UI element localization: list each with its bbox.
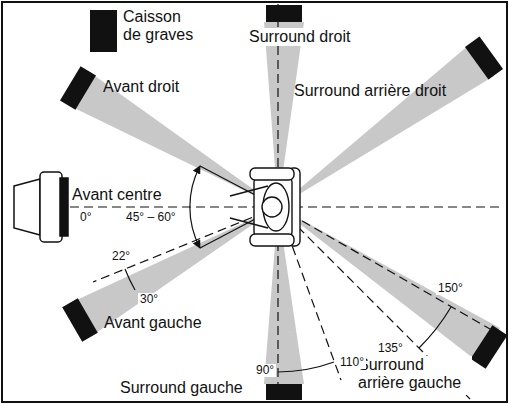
tv-back (14, 179, 40, 235)
angle-arc (419, 307, 451, 348)
angle-arc (190, 166, 200, 248)
subwoofer (90, 10, 117, 52)
speaker (62, 298, 98, 342)
speaker (266, 5, 302, 22)
beam (68, 71, 278, 207)
angle-line (278, 207, 504, 337)
speaker-label: Surround droit (247, 28, 352, 46)
reference-lines (70, 4, 504, 400)
angle-label: 110° (338, 356, 366, 369)
angle-label: 150° (436, 282, 465, 295)
beam (278, 207, 500, 362)
tv-screen (60, 178, 68, 236)
chair-arm (250, 234, 294, 246)
listener-head (262, 197, 282, 217)
speaker (60, 66, 96, 110)
speaker-beams (68, 22, 500, 384)
speaker (465, 37, 503, 80)
listener-legs (230, 186, 268, 228)
chair-arm (250, 168, 294, 180)
angle-label: 45° – 60° (126, 211, 176, 224)
listener-body (263, 183, 289, 231)
angle-label: 0° (80, 211, 91, 224)
speaker (266, 384, 302, 400)
angle-line (93, 207, 278, 282)
speaker-label: Surround arrière gauche (356, 356, 472, 392)
angle-arcs (125, 166, 451, 372)
angle-arc (125, 269, 135, 290)
angle-label: 90° (254, 364, 276, 377)
angle-label: 135° (376, 342, 405, 355)
beam (70, 207, 278, 337)
speaker (471, 325, 508, 368)
speaker-label: Surround arrière droit (294, 82, 446, 100)
beam (278, 44, 494, 207)
speaker-label: Surround gauche (120, 379, 243, 397)
listener-chair (230, 168, 300, 246)
speaker-label: Avant droit (103, 78, 179, 96)
tv-body (40, 172, 62, 242)
angle-arc (278, 362, 334, 372)
television (14, 172, 68, 242)
speakers (60, 5, 507, 400)
chair-seat (254, 176, 292, 238)
speaker-label: Caisson de graves (123, 8, 197, 44)
angle-label: 22° (110, 250, 132, 263)
speaker-label: Avant gauche (104, 314, 202, 332)
speaker-label: Avant centre (72, 186, 162, 204)
angle-label: 30° (138, 293, 160, 306)
